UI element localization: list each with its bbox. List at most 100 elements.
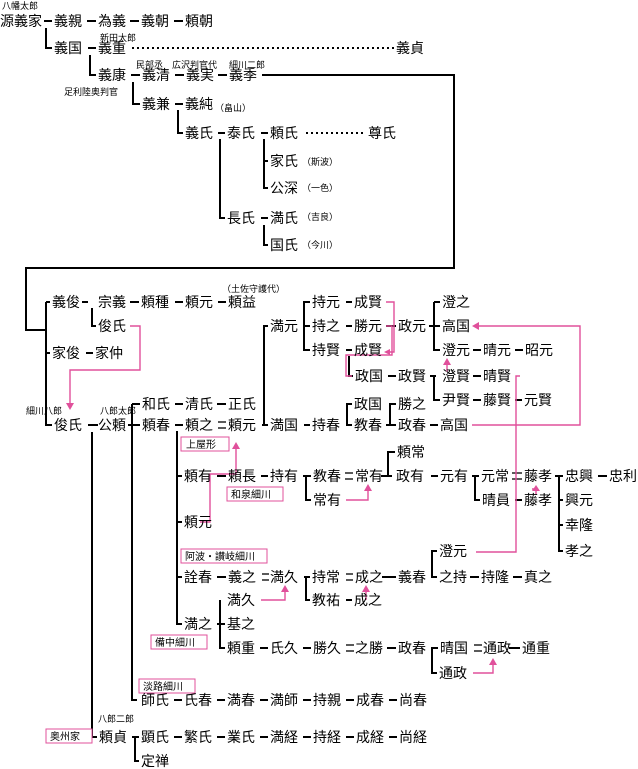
person-mochitsune2: 持経	[313, 730, 341, 746]
person-muneyoshi: 宗義	[98, 294, 126, 311]
tag-oshu: 奥州家	[50, 730, 80, 743]
person-ietoshi: 家俊	[52, 345, 80, 362]
person-michimasa2: 通政	[439, 666, 467, 682]
person-katsumoto: 勝元	[354, 319, 382, 335]
person-michimasa: 通政	[483, 641, 511, 657]
person-hisatsune: 尚経	[399, 730, 427, 746]
person-yoshiyasu: 義康	[98, 67, 126, 84]
person-tameyoshi: 為義	[98, 13, 126, 30]
person-yorinaga: 頼長	[228, 469, 256, 485]
person-mochiari: 持有	[270, 469, 298, 485]
tag-kamiyakata: 上屋形	[186, 439, 216, 451]
person-mochitaka: 持隆	[481, 570, 509, 586]
lineage-lines	[25, 20, 607, 762]
person-mochikata: 持賢	[312, 343, 340, 359]
person-mitsutsune: 満経	[270, 730, 298, 746]
person-harumoto: 晴元	[483, 343, 511, 359]
person-motoari: 元有	[440, 469, 468, 485]
person-akiuji: 顕氏	[141, 730, 169, 746]
person-yoshiuji: 義氏	[185, 125, 213, 142]
person-masakuni2: 政国	[354, 397, 382, 413]
person-yoshisue: 義季	[229, 67, 257, 84]
person-yoshitomo: 義朝	[141, 13, 169, 30]
person-toshiuji2: 俊氏	[54, 418, 82, 434]
person-yoshikiyo: 義清	[142, 67, 170, 84]
person-okimoto: 興元	[565, 493, 593, 509]
person-shigekata1: 成賢	[354, 295, 382, 311]
person-kuniuji: 国氏	[270, 238, 298, 254]
note-isshiki: （一色）	[302, 182, 338, 194]
person-harukata: 晴賢	[483, 369, 511, 385]
person-fujikata: 藤賢	[483, 393, 511, 409]
person-kinyori: 公頼	[98, 418, 126, 434]
person-yukikatsu: 之勝	[355, 641, 383, 657]
person-akimoto: 昭元	[525, 343, 553, 359]
person-sanayuki: 真之	[524, 570, 552, 586]
person-noriharu: 教春	[354, 418, 382, 434]
person-yoriuji: 頼氏	[270, 126, 298, 142]
person-mitsuharu: 満春	[227, 693, 255, 709]
person-takayuki: 孝之	[565, 544, 593, 560]
person-tadatoshi: 忠利	[609, 469, 637, 485]
person-masakata: 政賢	[398, 369, 426, 385]
person-shigeyuki2: 成之	[354, 593, 382, 609]
note-hachiro-jiro: 八郎二郎	[98, 713, 134, 725]
person-harukazu: 晴員	[482, 493, 510, 509]
person-yoshizumi: 義純	[185, 96, 213, 113]
note-kira: （吉良）	[302, 211, 338, 223]
person-ienaka: 家仲	[95, 345, 123, 362]
person-yukitaka: 幸隆	[565, 518, 593, 534]
person-sumikata: 澄賢	[442, 369, 470, 385]
person-yorimasu: 頼益	[228, 295, 256, 311]
person-shigetsune: 成経	[356, 730, 384, 746]
person-yoshisada: 義貞	[396, 40, 424, 57]
person-motoyuki: 基之	[227, 616, 255, 633]
person-katsuyuki: 勝之	[398, 397, 426, 413]
note-hosokawa-jiro: 細川二郎	[229, 59, 265, 71]
person-ujihisa: 氏久	[270, 641, 298, 657]
person-shigeharu: 成春	[356, 693, 384, 709]
person-takauji: 尊氏	[368, 125, 396, 142]
person-yoritane: 頼種	[141, 295, 169, 311]
person-yorishige: 頼重	[227, 641, 255, 657]
adoption-arrows	[66, 301, 581, 674]
person-sumimoto: 澄元	[442, 343, 470, 359]
person-norikaru: 教春	[313, 469, 341, 485]
note-hachiman: 八幡太郎	[2, 0, 38, 12]
note-hirosawa: 広沢判官代	[172, 59, 217, 71]
person-hisaharu: 尚春	[399, 693, 427, 709]
person-jozen: 定禅	[141, 754, 169, 769]
person-yoriyuki: 頼之	[185, 418, 213, 434]
person-yorimoto2: 頼元	[228, 418, 256, 434]
person-tsuneari: 常有	[355, 469, 383, 485]
person-mochimoto: 持元	[312, 295, 340, 311]
person-tsuneari2: 常有	[313, 493, 341, 509]
person-kazuuji: 和氏	[142, 397, 170, 413]
person-osauji: 長氏	[227, 211, 255, 227]
person-masauji: 正氏	[228, 397, 256, 413]
person-mitsumoro: 満師	[270, 693, 298, 709]
adoption-equals-marks	[218, 349, 522, 652]
person-masakuni: 政国	[355, 369, 383, 385]
person-yoritsune-label: 頼常	[397, 445, 425, 461]
person-yoriharu: 頼春	[142, 418, 170, 434]
note-hachiro-taro: 八郎太郎	[100, 405, 136, 417]
person-mitsuhisa2: 満久	[227, 593, 255, 609]
person-ujiharu: 氏春	[184, 693, 212, 709]
person-yoshiharu: 義春	[398, 569, 426, 586]
person-ieuji: 家氏	[270, 153, 298, 170]
person-yoshichika: 義親	[54, 13, 82, 30]
person-mochiyuki: 持之	[312, 319, 340, 335]
person-morouji: 師氏	[141, 693, 169, 709]
person-yoshikane: 義兼	[142, 96, 170, 113]
person-tadaoki: 忠興	[565, 469, 593, 485]
person-noriyuki: 教祐	[312, 593, 340, 609]
person-yoritomo: 頼朝	[185, 14, 213, 30]
note-imagawa: （今川）	[302, 239, 338, 251]
person-shigeyuki: 成之	[355, 570, 383, 586]
person-yoshitoshi: 義俊	[52, 294, 80, 311]
person-kiyouji: 清氏	[185, 397, 213, 413]
note-nitta: 新田太郎	[100, 32, 136, 44]
person-mitsuuji: 満氏	[270, 211, 298, 227]
